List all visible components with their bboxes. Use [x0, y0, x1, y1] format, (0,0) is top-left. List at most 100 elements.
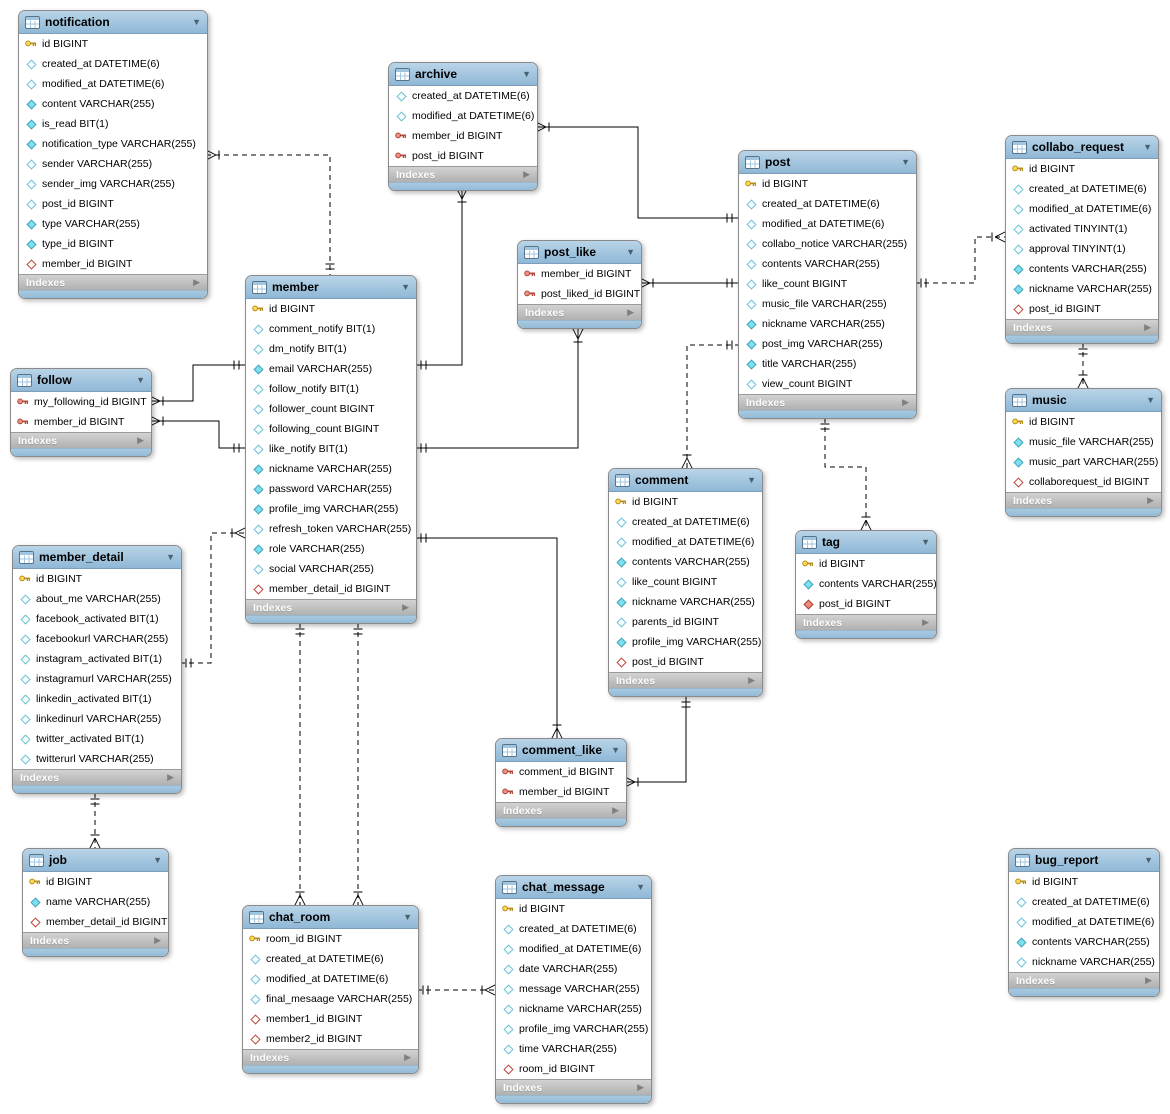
- column-row: contents VARCHAR(255): [796, 574, 936, 594]
- column-row: twitter_activated BIT(1): [13, 729, 181, 749]
- table-header[interactable]: chat_room ▼: [243, 906, 418, 929]
- indexes-footer[interactable]: Indexes ▶: [496, 802, 626, 818]
- expand-arrow-icon[interactable]: ▶: [167, 772, 174, 782]
- expand-arrow-icon[interactable]: ▶: [612, 805, 619, 815]
- column-label: member1_id BIGINT: [266, 1013, 363, 1025]
- relationship-follow-member-2: [149, 415, 245, 453]
- indexes-footer[interactable]: Indexes ▶: [609, 672, 762, 688]
- table-header[interactable]: music ▼: [1006, 389, 1161, 412]
- indexes-footer[interactable]: Indexes ▶: [19, 274, 207, 290]
- table-header[interactable]: tag ▼: [796, 531, 936, 554]
- expand-arrow-icon[interactable]: ▶: [154, 935, 161, 945]
- collapse-arrow-icon[interactable]: ▼: [626, 246, 635, 257]
- collapse-arrow-icon[interactable]: ▼: [401, 281, 410, 292]
- indexes-footer[interactable]: Indexes ▶: [796, 614, 936, 630]
- expand-arrow-icon[interactable]: ▶: [402, 602, 409, 612]
- column-row: follow_notify BIT(1): [246, 379, 416, 399]
- expand-arrow-icon[interactable]: ▶: [193, 277, 200, 287]
- expand-arrow-icon[interactable]: ▶: [1145, 975, 1152, 985]
- indexes-footer[interactable]: Indexes ▶: [11, 432, 151, 448]
- table-header[interactable]: follow ▼: [11, 369, 151, 392]
- collapse-arrow-icon[interactable]: ▼: [166, 551, 175, 562]
- table-archive[interactable]: archive ▼ created_at DATETIME(6)modified…: [388, 62, 538, 191]
- collapse-arrow-icon[interactable]: ▼: [1144, 854, 1153, 865]
- column-label: created_at DATETIME(6): [519, 923, 637, 935]
- indexes-footer[interactable]: Indexes ▶: [1006, 319, 1158, 335]
- collapse-arrow-icon[interactable]: ▼: [153, 854, 162, 865]
- nullable-column-icon: [19, 713, 31, 725]
- table-header[interactable]: bug_report ▼: [1009, 849, 1159, 872]
- column-label: member2_id BIGINT: [266, 1033, 363, 1045]
- table-header[interactable]: post_like ▼: [518, 241, 641, 264]
- column-row: parents_id BIGINT: [609, 612, 762, 632]
- column-row: email VARCHAR(255): [246, 359, 416, 379]
- table-header[interactable]: collabo_request ▼: [1006, 136, 1158, 159]
- table-icon: [1012, 140, 1027, 154]
- collapse-arrow-icon[interactable]: ▼: [1143, 141, 1152, 152]
- indexes-footer[interactable]: Indexes ▶: [246, 599, 416, 615]
- expand-arrow-icon[interactable]: ▶: [1144, 322, 1151, 332]
- indexes-footer[interactable]: Indexes ▶: [243, 1049, 418, 1065]
- table-header[interactable]: member ▼: [246, 276, 416, 299]
- nullable-column-icon: [745, 198, 757, 210]
- expand-arrow-icon[interactable]: ▶: [748, 675, 755, 685]
- table-header[interactable]: chat_message ▼: [496, 876, 651, 899]
- indexes-footer[interactable]: Indexes ▶: [23, 932, 168, 948]
- table-header[interactable]: post ▼: [739, 151, 916, 174]
- table-header[interactable]: comment ▼: [609, 469, 762, 492]
- indexes-footer[interactable]: Indexes ▶: [496, 1079, 651, 1095]
- column-label: contents VARCHAR(255): [762, 258, 880, 270]
- indexes-label: Indexes: [20, 771, 60, 784]
- expand-arrow-icon[interactable]: ▶: [523, 169, 530, 179]
- indexes-footer[interactable]: Indexes ▶: [739, 394, 916, 410]
- indexes-footer[interactable]: Indexes ▶: [1009, 972, 1159, 988]
- expand-arrow-icon[interactable]: ▶: [137, 435, 144, 445]
- column-row: notification_type VARCHAR(255): [19, 134, 207, 154]
- collapse-arrow-icon[interactable]: ▼: [192, 16, 201, 27]
- nullable-column-icon: [395, 90, 407, 102]
- collapse-arrow-icon[interactable]: ▼: [522, 68, 531, 79]
- indexes-footer[interactable]: Indexes ▶: [389, 166, 537, 182]
- collapse-arrow-icon[interactable]: ▼: [921, 536, 930, 547]
- table-header[interactable]: archive ▼: [389, 63, 537, 86]
- column-row: facebook_activated BIT(1): [13, 609, 181, 629]
- expand-arrow-icon[interactable]: ▶: [1147, 495, 1154, 505]
- expand-arrow-icon[interactable]: ▶: [902, 397, 909, 407]
- table-header[interactable]: comment_like ▼: [496, 739, 626, 762]
- column-row: member_id BIGINT: [389, 126, 537, 146]
- collapse-arrow-icon[interactable]: ▼: [747, 474, 756, 485]
- collapse-arrow-icon[interactable]: ▼: [636, 881, 645, 892]
- expand-arrow-icon[interactable]: ▶: [627, 307, 634, 317]
- table-header[interactable]: notification ▼: [19, 11, 207, 34]
- nullable-column-icon: [19, 693, 31, 705]
- indexes-footer[interactable]: Indexes ▶: [1006, 492, 1161, 508]
- expand-arrow-icon[interactable]: ▶: [922, 617, 929, 627]
- indexes-footer[interactable]: Indexes ▶: [13, 769, 181, 785]
- collapse-arrow-icon[interactable]: ▼: [403, 911, 412, 922]
- expand-arrow-icon[interactable]: ▶: [637, 1082, 644, 1092]
- nullable-column-icon: [502, 1003, 514, 1015]
- expand-arrow-icon[interactable]: ▶: [404, 1052, 411, 1062]
- collapse-arrow-icon[interactable]: ▼: [901, 156, 910, 167]
- indexes-footer[interactable]: Indexes ▶: [518, 304, 641, 320]
- collapse-arrow-icon[interactable]: ▼: [1146, 394, 1155, 405]
- table-header[interactable]: job ▼: [23, 849, 168, 872]
- table-header[interactable]: member_detail ▼: [13, 546, 181, 569]
- collapse-arrow-icon[interactable]: ▼: [611, 744, 620, 755]
- collapse-arrow-icon[interactable]: ▼: [136, 374, 145, 385]
